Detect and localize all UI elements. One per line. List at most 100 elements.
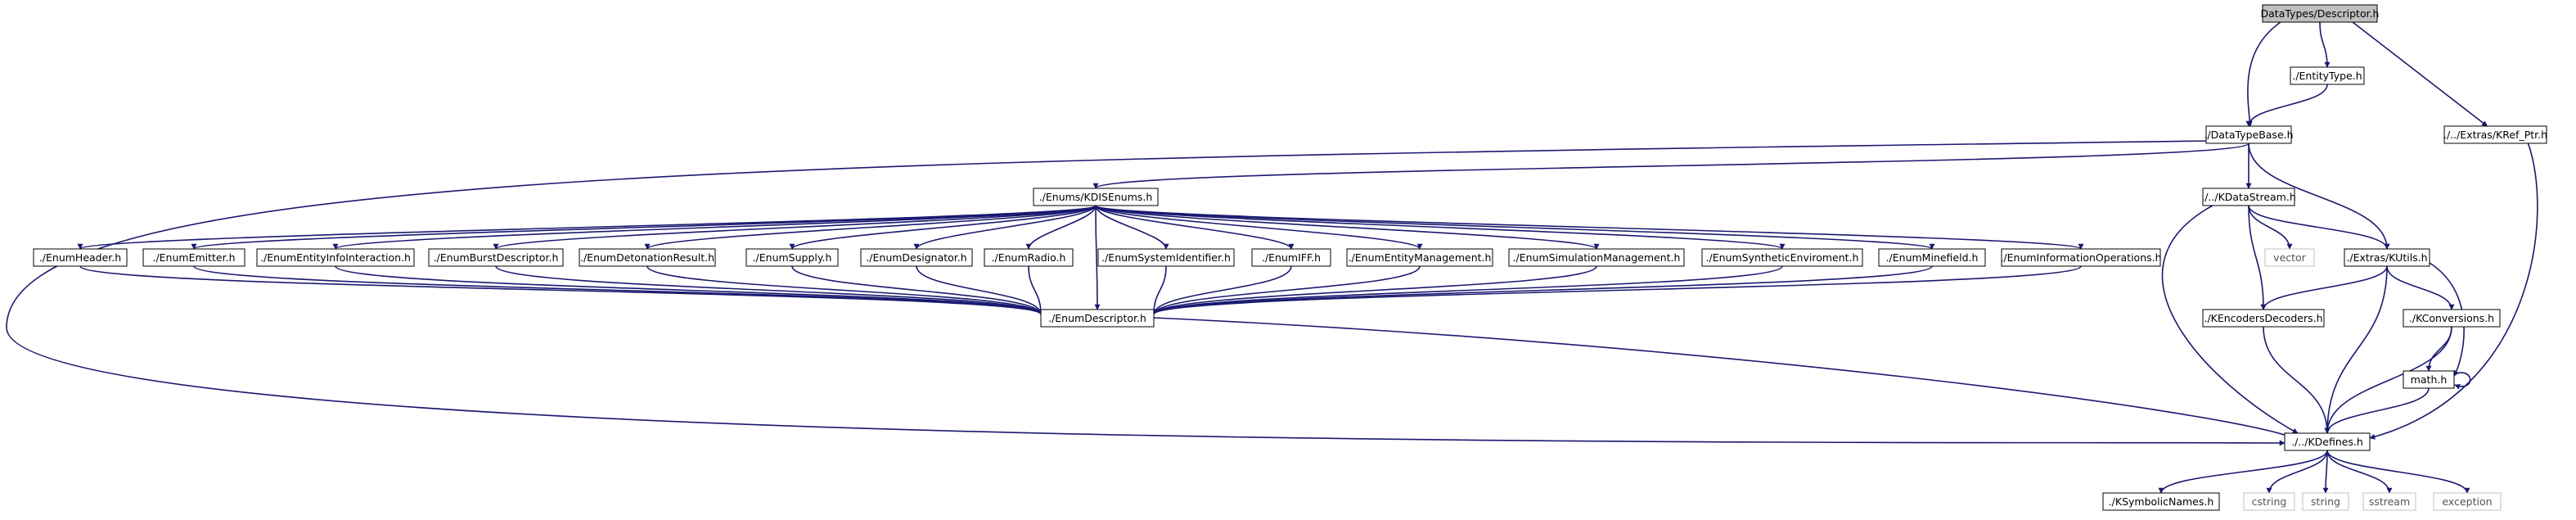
node-kconversions[interactable]: ./KConversions.h (2403, 309, 2501, 328)
edge-kdefines-to-exception (2326, 450, 2470, 494)
node-label-enumsynth: ./EnumSyntheticEnviroment.h (1706, 251, 1859, 264)
node-enuminfoops[interactable]: ./EnumInformationOperations.h (2000, 248, 2162, 267)
node-sstream[interactable]: sstream (2362, 492, 2416, 511)
node-enumdetonation[interactable]: ./EnumDetonationResult.h (579, 248, 716, 267)
node-label-enumburst: ./EnumBurstDescriptor.h (434, 251, 559, 264)
node-entitytype[interactable]: ./EntityType.h (2290, 66, 2365, 85)
node-enumentityinfo[interactable]: ./EnumEntityInfoInteraction.h (256, 248, 415, 267)
node-enumburst[interactable]: ./EnumBurstDescriptor.h (428, 248, 564, 267)
node-label-entitytype: ./EntityType.h (2292, 70, 2362, 82)
node-label-enumdesignator: ./EnumDesignator.h (866, 251, 966, 264)
edge-kdefines-to-string (2322, 450, 2329, 494)
edge-kdefines-to-sstream (2326, 450, 2393, 494)
node-string[interactable]: string (2302, 492, 2349, 511)
node-box-enumentityinfo (256, 248, 415, 267)
node-enumsupply[interactable]: ./EnumSupply.h (745, 248, 839, 267)
edge-krefptr-to-kdefines (2369, 142, 2538, 440)
edge-kutils-to-kconversions (2386, 265, 2455, 310)
node-kdefines[interactable]: ./../KDefines.h (2284, 432, 2371, 451)
edge-kconversions-to-kdefines (2324, 326, 2452, 434)
node-enumsimmgmt[interactable]: ./EnumSimulationManagement.h (1508, 248, 1685, 267)
node-box-enumemitter (142, 248, 245, 267)
edge-enumsupply-to-enumdescriptor (791, 265, 1044, 315)
node-enumdesignator[interactable]: ./EnumDesignator.h (860, 248, 973, 267)
node-enumsynth[interactable]: ./EnumSyntheticEnviroment.h (1701, 248, 1863, 267)
node-enumentitymgmt[interactable]: ./EnumEntityManagement.h (1346, 248, 1493, 267)
node-box-ksymbolic (2102, 492, 2220, 511)
node-box-cstring (2243, 492, 2295, 511)
node-box-enumminefield (1878, 248, 1986, 267)
node-box-vector (2264, 248, 2315, 267)
node-box-kdefines (2284, 432, 2371, 451)
edge-kdisenums-to-enuminfoops (1095, 205, 2084, 250)
edge-enumsynth-to-enumdescriptor (1151, 265, 1783, 315)
node-vector[interactable]: vector (2264, 248, 2315, 267)
edge-kdefines-to-ksymbolic (2158, 450, 2328, 494)
node-label-vector: vector (2273, 251, 2307, 264)
node-enumradio[interactable]: ./EnumRadio.h (984, 248, 1074, 267)
edge-enumentityinfo-to-enumdescriptor (335, 265, 1044, 315)
node-kencoders[interactable]: ./KEncodersDecoders.h (2202, 309, 2325, 328)
node-label-enuminfoops: ./EnumInformationOperations.h (2000, 251, 2161, 264)
node-label-kdisenums: ./Enums/KDISEnums.h (1039, 191, 1153, 203)
node-box-math (2403, 370, 2455, 389)
node-kutils[interactable]: ./Extras/KUtils.h (2344, 248, 2430, 267)
edge-datatypebase-to-kdefines (6, 140, 2286, 446)
node-box-enumdescriptor (1040, 309, 1155, 328)
node-krefptr[interactable]: ./../Extras/KRef_Ptr.h (2443, 125, 2547, 144)
node-box-kdatastream (2202, 188, 2295, 206)
node-label-kencoders: ./KEncodersDecoders.h (2204, 312, 2322, 324)
node-exception[interactable]: exception (2433, 492, 2502, 511)
edge-datatypebase-to-kdisenums (1092, 142, 2249, 189)
node-label-exception: exception (2442, 495, 2492, 508)
node-datatypebase[interactable]: ./DataTypeBase.h (2204, 125, 2294, 144)
node-enumdescriptor[interactable]: ./EnumDescriptor.h (1040, 309, 1155, 328)
node-enumemitter[interactable]: ./EnumEmitter.h (142, 248, 245, 267)
edge-enumdesignator-to-enumdescriptor (916, 265, 1044, 315)
edge-kdisenums-to-enumiff (1095, 205, 1295, 250)
node-label-ksymbolic: ./KSymbolicNames.h (2109, 495, 2214, 508)
edge-kdisenums-to-enumdetonation (644, 205, 1097, 250)
edge-kdatastream-to-vector (2248, 205, 2293, 250)
node-enumminefield[interactable]: ./EnumMinefield.h (1878, 248, 1986, 267)
edge-enumdetonation-to-enumdescriptor (646, 265, 1044, 315)
edge-kdisenums-to-enumsupply (789, 205, 1097, 250)
node-enumsystemid[interactable]: ./EnumSystemIdentifier.h (1097, 248, 1235, 267)
edge-layer (6, 21, 2538, 494)
node-box-entitytype (2290, 66, 2365, 85)
edge-kdefines-to-cstring (2266, 450, 2328, 494)
node-box-sstream (2362, 492, 2416, 511)
node-box-exception (2433, 492, 2502, 511)
edge-enumminefield-to-enumdescriptor (1151, 265, 1933, 315)
node-label-cstring: cstring (2252, 495, 2287, 508)
node-enumheader[interactable]: ./EnumHeader.h (33, 248, 128, 267)
edge-kdisenums-to-enumsimmgmt (1095, 205, 1600, 250)
node-label-enumheader: ./EnumHeader.h (39, 251, 121, 264)
node-descriptor[interactable]: DataTypes/Descriptor.h (2261, 4, 2380, 23)
node-box-enumsimmgmt (1508, 248, 1685, 267)
edge-enumsystemid-to-enumdescriptor (1151, 265, 1167, 315)
node-math[interactable]: math.h (2403, 370, 2455, 389)
node-kdisenums[interactable]: ./Enums/KDISEnums.h (1033, 188, 1159, 206)
node-box-kdisenums (1033, 188, 1159, 206)
edge-kdisenums-to-enumsynth (1095, 205, 1786, 250)
node-ksymbolic[interactable]: ./KSymbolicNames.h (2102, 492, 2220, 511)
node-label-kutils: ./Extras/KUtils.h (2346, 251, 2427, 264)
node-enumiff[interactable]: ./EnumIFF.h (1251, 248, 1331, 267)
node-cstring[interactable]: cstring (2243, 492, 2295, 511)
edge-enumdescriptor-to-kdefines (1153, 317, 2290, 438)
edge-kdisenums-to-enumburst (493, 205, 1097, 250)
node-box-enumburst (428, 248, 564, 267)
edge-kdisenums-to-enumminefield (1095, 205, 1935, 250)
edge-enumemitter-to-enumdescriptor (193, 265, 1044, 315)
node-label-kdatastream: ./../KDataStream.h (2201, 191, 2296, 203)
node-label-kdefines: ./../KDefines.h (2291, 436, 2363, 448)
edge-kdatastream-to-kencoders (2248, 205, 2267, 310)
node-label-enumsimmgmt: ./EnumSimulationManagement.h (1513, 251, 1681, 264)
edge-descriptor-to-entitytype (2319, 21, 2331, 68)
edge-kconversions-to-math (2425, 326, 2452, 372)
node-box-string (2302, 492, 2349, 511)
node-label-enumradio: ./EnumRadio.h (992, 251, 1066, 264)
node-kdatastream[interactable]: ./../KDataStream.h (2201, 188, 2296, 206)
